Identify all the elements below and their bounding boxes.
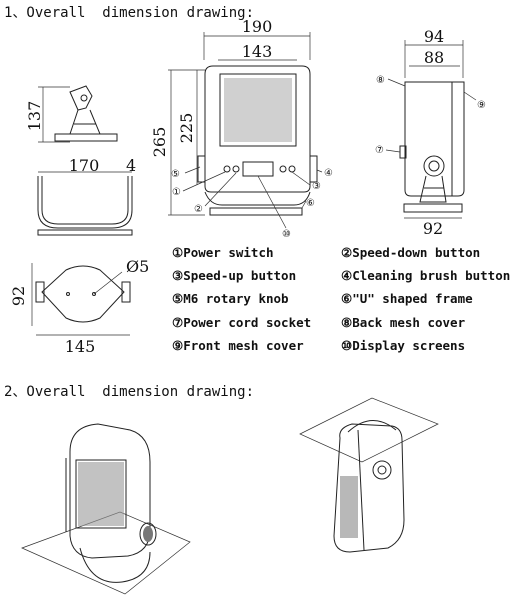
side-view [399,40,465,219]
side-depth-label: 94 [424,27,444,46]
callout-8: ⑧ [376,75,385,86]
frame-width-label: 170 [69,156,100,175]
base-depth-label: 92 [9,286,28,306]
bracket-height-label: 137 [25,101,44,132]
callout-5: ⑤ [171,169,180,180]
perspective-front-view [21,423,191,595]
base-top-view [31,263,131,336]
legend-item-1: ①Power switch [172,245,274,260]
legend-item-2: ②Speed-down button [341,245,481,260]
section1-heading: 1、Overall dimension drawing: [4,5,255,21]
legend-item-10: ⑩Display screens [341,338,466,353]
callout-6: ⑥ [306,198,315,209]
legend-item-9: ⑨Front mesh cover [172,338,304,353]
side-callouts: ⑧ ⑨ ⑦ [375,75,486,156]
section2-heading: 2、Overall dimension drawing: [4,384,255,400]
legend-item-5: ⑤M6 rotary knob [172,291,289,306]
legend-item-7: ⑦Power cord socket [172,315,312,330]
callout-2: ② [194,204,203,215]
perspective-back-view [299,397,439,553]
u-frame-view [37,171,133,236]
bracket-side-view [38,85,118,143]
base-width-label: 145 [65,337,96,356]
legend-item-3: ③Speed-up button [172,268,297,283]
side-inner-depth-label: 88 [424,48,444,67]
callout-3: ③ [312,181,321,192]
front-inner-width-label: 143 [242,42,273,61]
callout-9: ⑨ [477,100,486,111]
front-inner-height-label: 225 [177,113,196,144]
front-view [168,32,318,216]
front-width-label: 190 [242,17,273,36]
front-height-label: 265 [150,127,169,158]
legend-item-8: ⑧Back mesh cover [341,315,466,330]
legend-item-4: ④Cleaning brush button [341,268,510,283]
callout-10: ⑩ [282,229,291,240]
front-callouts: ⑤ ① ② ③ ④ ⑥ ⑩ [171,166,333,240]
callout-7: ⑦ [375,145,384,156]
frame-thickness-label: 4 [126,156,136,175]
legend-item-6: ⑥"U" shaped frame [341,291,473,306]
hole-diameter-label: Ø5 [126,257,149,276]
callout-1: ① [172,187,181,198]
side-base-label: 92 [423,219,443,238]
callout-4: ④ [324,168,333,179]
